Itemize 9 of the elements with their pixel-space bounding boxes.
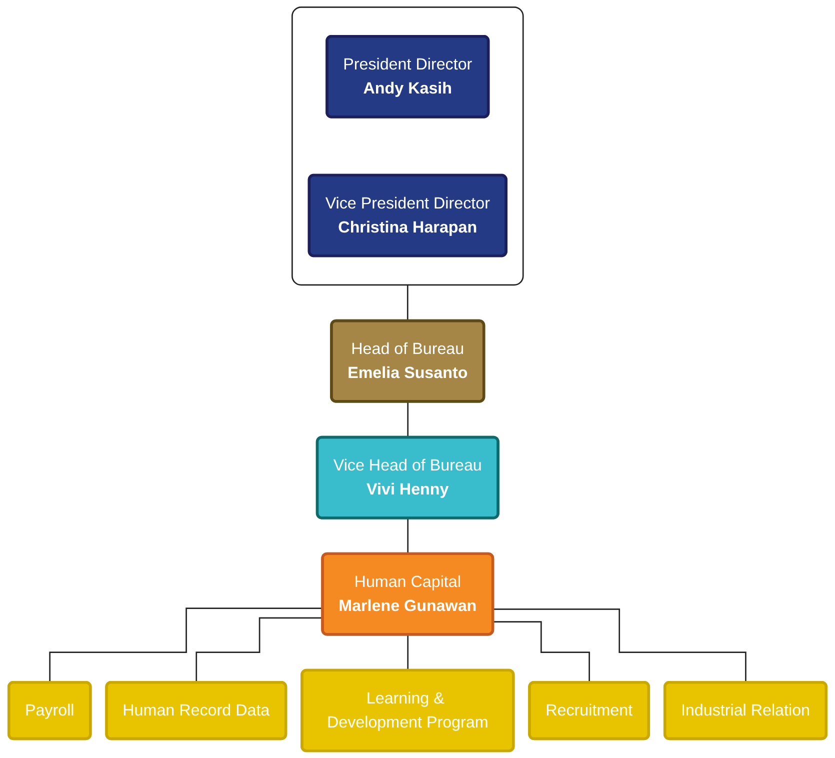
connector (49, 608, 323, 684)
connector (406, 284, 408, 322)
connector (196, 617, 323, 684)
connector (493, 608, 747, 684)
connector (407, 518, 409, 555)
connector (407, 401, 409, 438)
connector (493, 621, 590, 684)
cluster (292, 6, 524, 286)
connector (407, 634, 409, 672)
